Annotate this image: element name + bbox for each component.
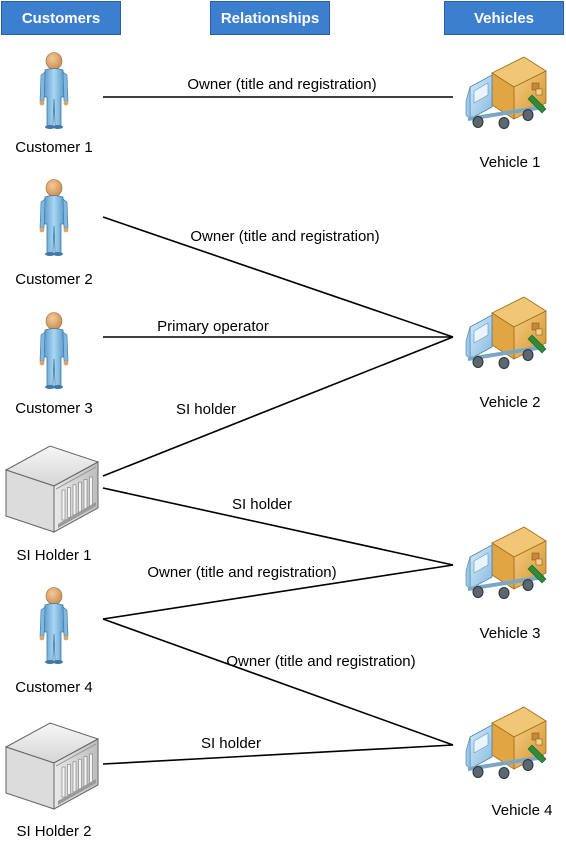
- truck-node: Vehicle 2: [465, 296, 547, 411]
- node-label: Customer 2: [15, 271, 93, 288]
- node-label: Vehicle 2: [480, 394, 541, 411]
- vehicles-header: Vehicles: [444, 1, 564, 35]
- relationship-edge: Owner (title and registration): [102, 564, 454, 620]
- node-label: Vehicle 1: [480, 154, 541, 171]
- person-node: Customer 2: [15, 179, 93, 288]
- relationship-edge: Owner (title and registration): [102, 618, 454, 746]
- truck-icon: [465, 296, 547, 369]
- truck-node: Vehicle 3: [465, 526, 547, 642]
- person-node: Customer 3: [15, 312, 93, 417]
- person-node: Customer 1: [15, 52, 93, 156]
- edge-label: SI holder: [232, 496, 292, 513]
- customers-header: Customers: [1, 1, 121, 35]
- edge-line: [102, 618, 454, 746]
- edge-label: Primary operator: [157, 318, 269, 335]
- edge-line: [102, 744, 454, 765]
- building-node: SI Holder 1: [4, 445, 100, 564]
- edge-label: Owner (title and registration): [147, 564, 336, 581]
- relationships-header: Relationships: [210, 1, 330, 35]
- edge-line: [102, 564, 454, 620]
- node-label: Customer 1: [15, 139, 93, 156]
- relationship-edge: SI holder: [102, 487, 454, 566]
- person-icon: [39, 312, 69, 389]
- edge-label: SI holder: [176, 401, 236, 418]
- relationship-edge: SI holder: [102, 336, 454, 477]
- node-label: Customer 4: [15, 679, 93, 696]
- relationship-edge: Owner (title and registration): [103, 76, 453, 98]
- building-icon: [4, 722, 100, 810]
- node-label: Vehicle 4: [492, 802, 553, 819]
- relationship-edge: Owner (title and registration): [102, 216, 454, 338]
- edge-line: [102, 216, 454, 338]
- truck-node: Vehicle 1: [465, 56, 547, 171]
- edge-line: [102, 336, 454, 477]
- edge-label: SI holder: [201, 735, 261, 752]
- edge-line: [102, 487, 454, 566]
- person-icon: [39, 52, 69, 129]
- node-label: SI Holder 2: [16, 823, 91, 840]
- node-label: Vehicle 3: [480, 625, 541, 642]
- node-label: SI Holder 1: [16, 547, 91, 564]
- truck-node: Vehicle 4: [465, 706, 553, 819]
- person-icon: [39, 179, 69, 256]
- building-node: SI Holder 2: [4, 722, 100, 840]
- truck-icon: [465, 706, 547, 779]
- node-label: Customer 3: [15, 400, 93, 417]
- relationship-edge: Primary operator: [103, 318, 453, 338]
- truck-icon: [465, 56, 547, 129]
- person-icon: [39, 587, 69, 664]
- edge-label: Owner (title and registration): [187, 76, 376, 93]
- truck-icon: [465, 526, 547, 599]
- edge-label: Owner (title and registration): [226, 653, 415, 670]
- building-icon: [4, 445, 100, 533]
- person-node: Customer 4: [15, 587, 93, 696]
- edge-label: Owner (title and registration): [190, 228, 379, 245]
- relationship-edge: SI holder: [102, 735, 454, 765]
